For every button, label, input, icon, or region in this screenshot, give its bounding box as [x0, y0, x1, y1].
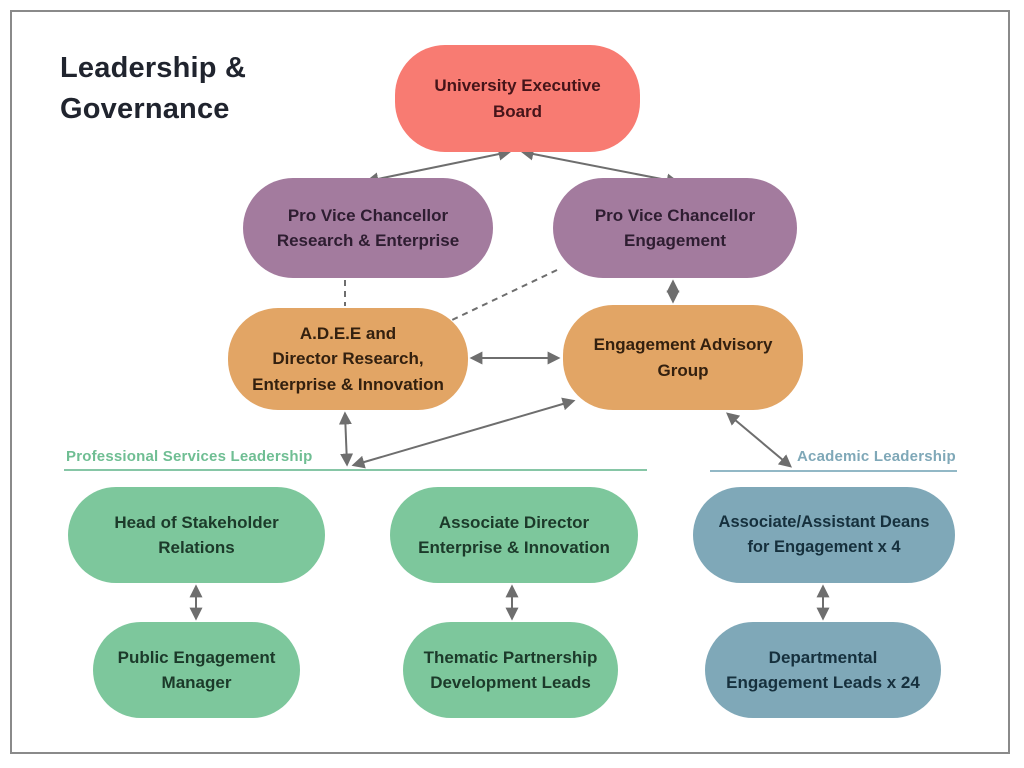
- arrow-eag-to-professional-services: [351, 397, 576, 469]
- node-engagement-advisory-group: Engagement Advisory Group: [563, 305, 803, 410]
- academic-leadership-label: Academic Leadership: [797, 448, 956, 465]
- node-thematic-partnership-development-leads: Thematic Partnership Development Leads: [403, 622, 618, 718]
- dashed-line-pvc-engagement-to-adee: [451, 269, 558, 321]
- node-associate-assistant-deans-for-engagement: Associate/Assistant Deans for Engagement…: [693, 487, 955, 583]
- professional-services-leadership-underline: [64, 469, 647, 471]
- arrow-ueb-to-pvc-research: [365, 147, 512, 186]
- page-title: Leadership & Governance: [60, 52, 247, 126]
- professional-services-leadership-label: Professional Services Leadership: [66, 448, 313, 465]
- node-pro-vice-chancellor-engagement: Pro Vice Chancellor Engagement: [553, 178, 797, 278]
- node-associate-director-enterprise-innovation: Associate Director Enterprise & Innovati…: [390, 487, 638, 583]
- node-adee-director-research-enterprise-innovation: A.D.E.E and Director Research, Enterpris…: [228, 308, 468, 410]
- slide-frame-border: [10, 10, 1010, 754]
- node-university-executive-board: University Executive Board: [395, 45, 640, 152]
- academic-leadership-underline: [710, 470, 957, 472]
- arrow-adee-to-professional-services: [338, 411, 354, 467]
- node-head-of-stakeholder-relations: Head of Stakeholder Relations: [68, 487, 325, 583]
- arrow-ueb-to-pvc-engagement: [520, 147, 680, 187]
- node-public-engagement-manager: Public Engagement Manager: [93, 622, 300, 718]
- node-pro-vice-chancellor-research-enterprise: Pro Vice Chancellor Research & Enterpris…: [243, 178, 493, 278]
- node-departmental-engagement-leads: Departmental Engagement Leads x 24: [705, 622, 941, 718]
- arrow-eag-to-academic-leadership: [726, 412, 792, 468]
